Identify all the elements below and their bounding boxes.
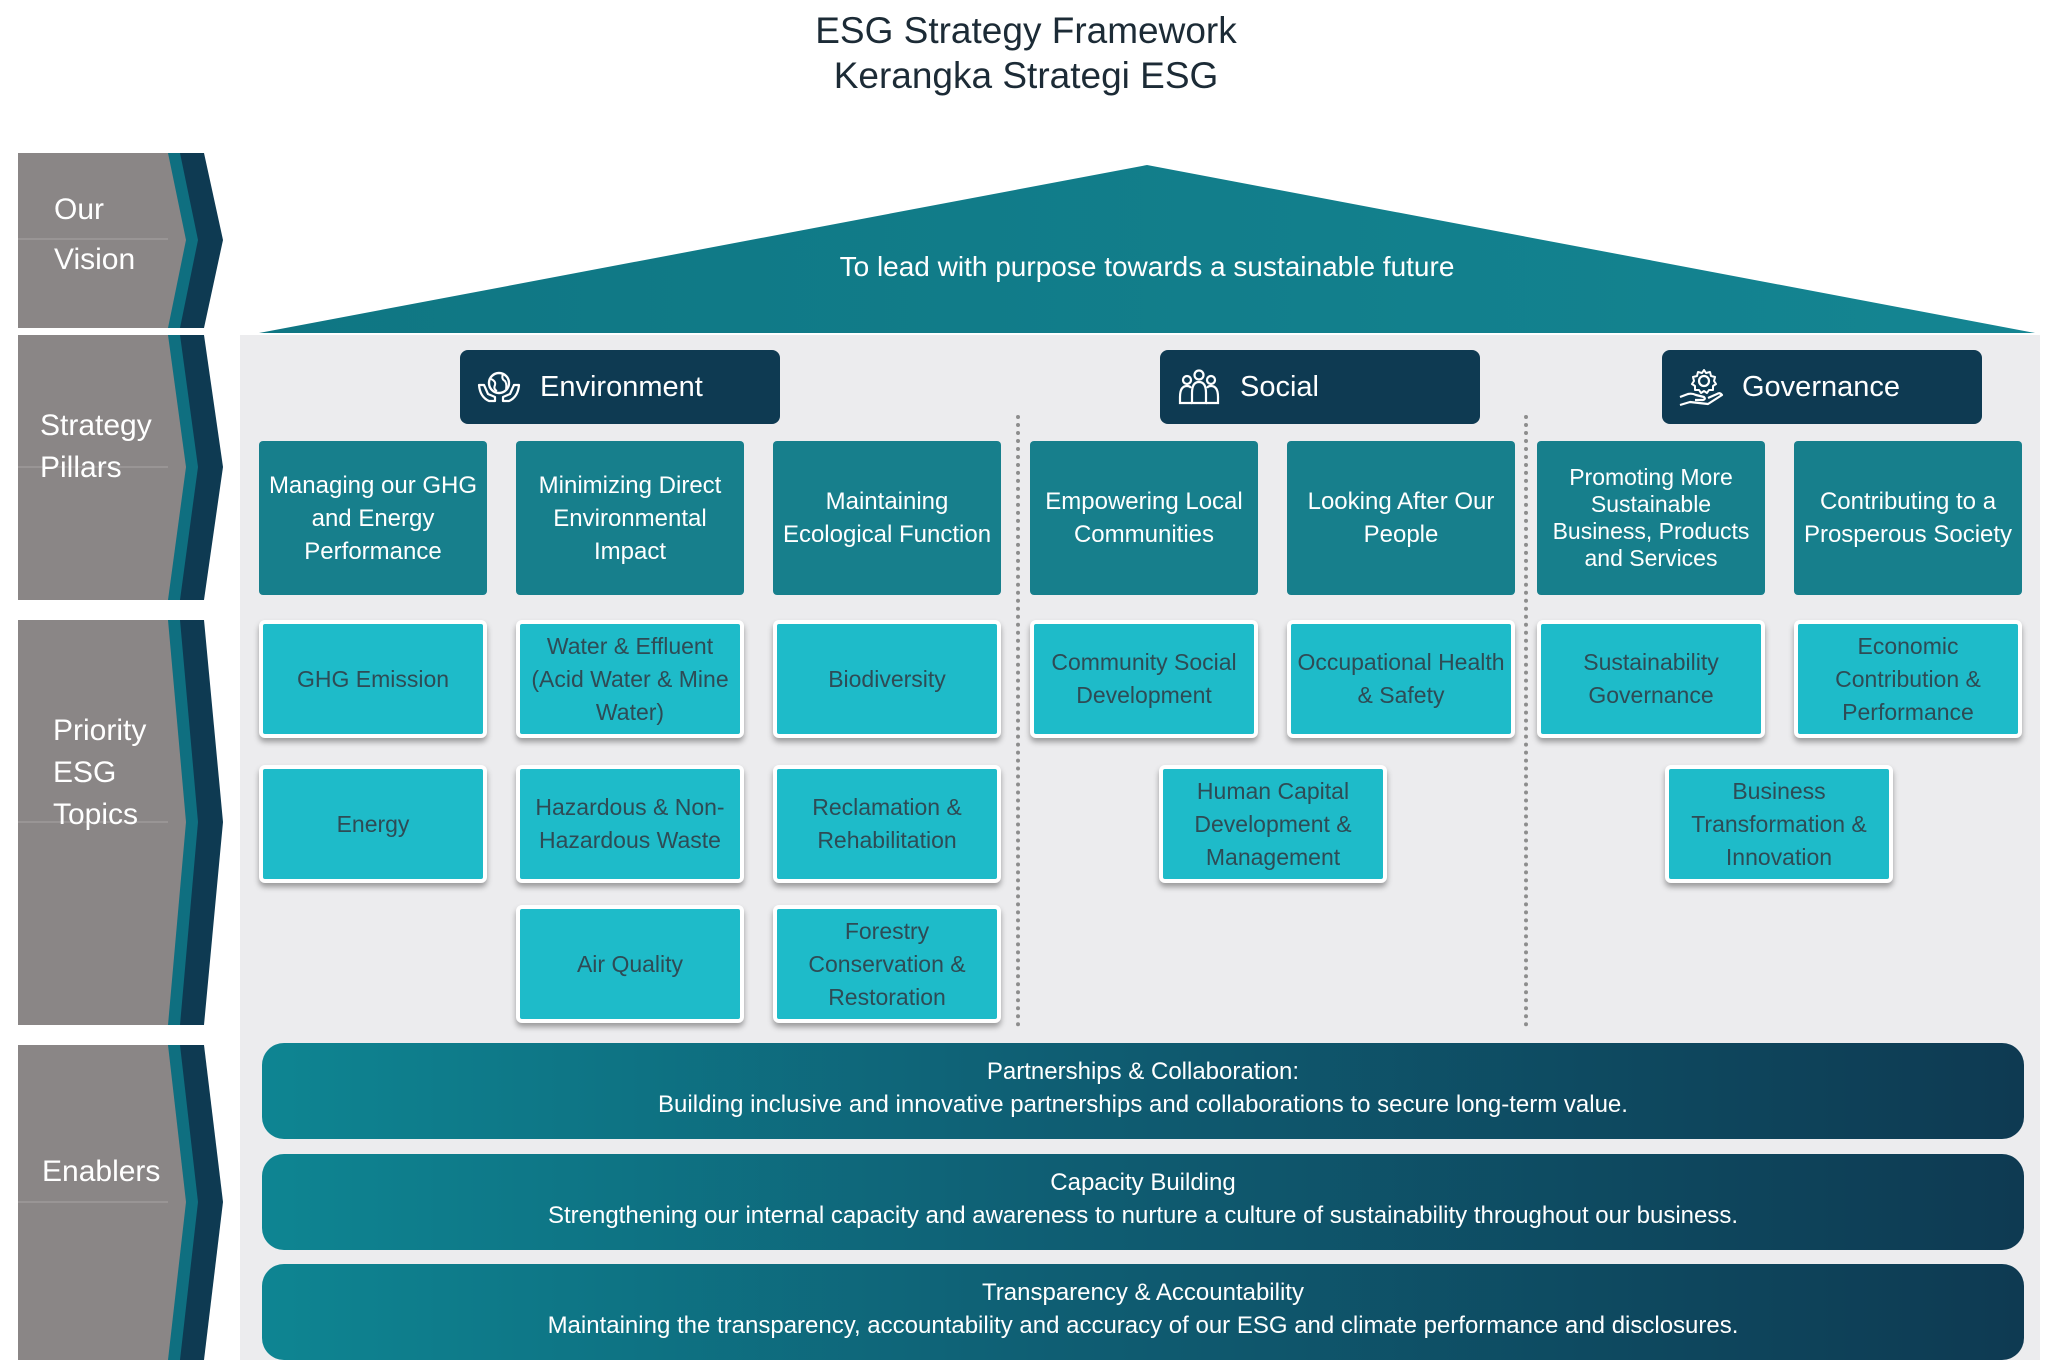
subpillar-sustainable-business: Promoting More Sustainable Business, Pro… <box>1537 441 1765 595</box>
rail-arrow-shape <box>18 1045 223 1360</box>
divider-social-governance <box>1524 415 1528 1027</box>
enabler-text: Maintaining the transparency, accountabi… <box>547 1312 1739 1339</box>
rail-label-our: Our <box>54 193 105 226</box>
subpillar-ghg-energy: Managing our GHG and Energy Performance <box>259 441 487 595</box>
topic-air-quality: Air Quality <box>516 905 744 1023</box>
rail-label-vision: Vision <box>54 243 136 276</box>
rail-label-priority: Priority <box>53 714 147 747</box>
topic-health-safety: Occupational Health & Safety <box>1287 620 1515 738</box>
rail-priority-topics: Priority ESG Topics <box>18 620 228 1025</box>
pillar-header-environment: Environment <box>460 350 780 424</box>
enabler-title: Transparency & Accountability <box>982 1279 1304 1306</box>
subpillar-our-people: Looking After Our People <box>1287 441 1515 595</box>
topic-economic-contribution: Economic Contribution & Performance <box>1794 620 2022 738</box>
vision-roof <box>259 165 2035 333</box>
topic-forestry: Forestry Conservation & Restoration <box>773 905 1001 1023</box>
topic-business-transformation: Business Transformation & Innovation <box>1665 765 1893 883</box>
rail-label-esg: ESG <box>53 756 117 789</box>
vision-statement: To lead with purpose towards a sustainab… <box>839 251 1455 282</box>
topic-reclamation: Reclamation & Rehabilitation <box>773 765 1001 883</box>
rail-label-pillars: Pillars <box>40 451 122 484</box>
enabler-text: Strengthening our internal capacity and … <box>547 1202 1739 1229</box>
rail-label-strategy: Strategy <box>40 409 152 442</box>
people-group-icon <box>1178 369 1220 405</box>
rail-strategy-pillars: Strategy Pillars <box>18 335 228 600</box>
subpillar-prosperous-society: Contributing to a Prosperous Society <box>1794 441 2022 595</box>
title-line-malay: Kerangka Strategi ESG <box>833 55 1219 96</box>
rail-arrow-shape <box>18 620 223 1025</box>
enabler-text: Building inclusive and innovative partne… <box>658 1091 1628 1118</box>
enabler-title: Capacity Building <box>1050 1169 1236 1196</box>
pillar-header-label: Social <box>1240 371 1319 403</box>
rail-vision: Our Vision <box>18 153 228 328</box>
pillar-header-social: Social <box>1160 350 1480 424</box>
title-line-english: ESG Strategy Framework <box>815 10 1237 51</box>
subpillar-environmental-impact: Minimizing Direct Environmental Impact <box>516 441 744 595</box>
globe-hands-icon <box>477 371 521 403</box>
subpillar-local-communities: Empowering Local Communities <box>1030 441 1258 595</box>
topic-water-effluent: Water & Effluent (Acid Water & Mine Wate… <box>516 620 744 738</box>
enabler-transparency: Transparency & Accountability Maintainin… <box>262 1264 2024 1360</box>
enabler-capacity-building: Capacity Building Strengthening our inte… <box>262 1154 2024 1250</box>
rail-label-topics: Topics <box>53 798 139 831</box>
topic-waste: Hazardous & Non-Hazardous Waste <box>516 765 744 883</box>
topic-ghg-emission: GHG Emission <box>259 620 487 738</box>
subpillar-ecological-function: Maintaining Ecological Function <box>773 441 1001 595</box>
gear-hand-icon <box>1679 369 1724 407</box>
pillar-header-governance: Governance <box>1662 350 1982 424</box>
pillar-header-label: Governance <box>1742 371 1900 403</box>
topic-community-development: Community Social Development <box>1030 620 1258 738</box>
topic-sustainability-governance: Sustainability Governance <box>1537 620 1765 738</box>
topic-biodiversity: Biodiversity <box>773 620 1001 738</box>
rail-label-enablers: Enablers <box>42 1155 161 1188</box>
divider-environment-social <box>1016 415 1020 1027</box>
enabler-partnerships: Partnerships & Collaboration: Building i… <box>262 1043 2024 1139</box>
rail-arrow-shape <box>18 153 223 328</box>
rail-enablers: Enablers <box>18 1045 228 1360</box>
rail-arrow-shape <box>18 335 223 600</box>
topic-human-capital: Human Capital Development & Management <box>1159 765 1387 883</box>
pillar-header-label: Environment <box>540 371 703 403</box>
topic-energy: Energy <box>259 765 487 883</box>
page-title: ESG Strategy Framework Kerangka Strategi… <box>0 8 2052 98</box>
enabler-title: Partnerships & Collaboration: <box>986 1058 1300 1085</box>
